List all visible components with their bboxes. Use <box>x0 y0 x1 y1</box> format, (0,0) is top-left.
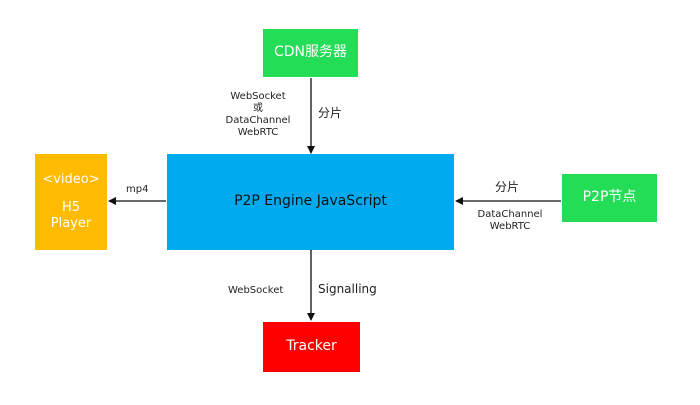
protocol-or-label: 或 <box>253 103 263 114</box>
peer-protocol-datachannel-label: DataChannel <box>477 209 543 220</box>
p2p-peer-label: P2P节点 <box>582 189 637 206</box>
tracker-label: Tracker <box>286 338 337 355</box>
cdn-server-node: CDN服务器 <box>263 29 358 77</box>
protocol-websocket-label: WebSocket <box>230 91 286 102</box>
engine-player-mp4-label: mp4 <box>126 184 149 195</box>
player-h5-label: H5 <box>61 199 81 215</box>
engine-tracker-protocol-label: WebSocket <box>228 285 284 296</box>
peer-engine-protocol-labels: DataChannel WebRTC <box>470 209 550 233</box>
p2p-peer-node: P2P节点 <box>562 174 657 222</box>
cdn-server-label: CDN服务器 <box>273 44 348 61</box>
player-player-label: Player <box>50 216 92 232</box>
p2p-engine-node: P2P Engine JavaScript <box>167 154 454 250</box>
h5-player-node: <video> H5 Player <box>35 154 107 250</box>
cdn-engine-protocol-labels: WebSocket 或 DataChannel WebRTC <box>224 91 292 139</box>
protocol-datachannel-label: DataChannel <box>225 115 291 126</box>
tracker-node: Tracker <box>263 322 360 372</box>
player-video-tag-label: <video> <box>42 171 100 187</box>
peer-engine-segment-label: 分片 <box>495 180 520 194</box>
cdn-engine-segment-label: 分片 <box>318 106 343 120</box>
p2p-engine-label: P2P Engine JavaScript <box>234 193 387 210</box>
engine-tracker-signalling-label: Signalling <box>318 282 377 296</box>
peer-protocol-webrtc-label: WebRTC <box>489 221 531 232</box>
protocol-webrtc-label: WebRTC <box>237 127 279 138</box>
